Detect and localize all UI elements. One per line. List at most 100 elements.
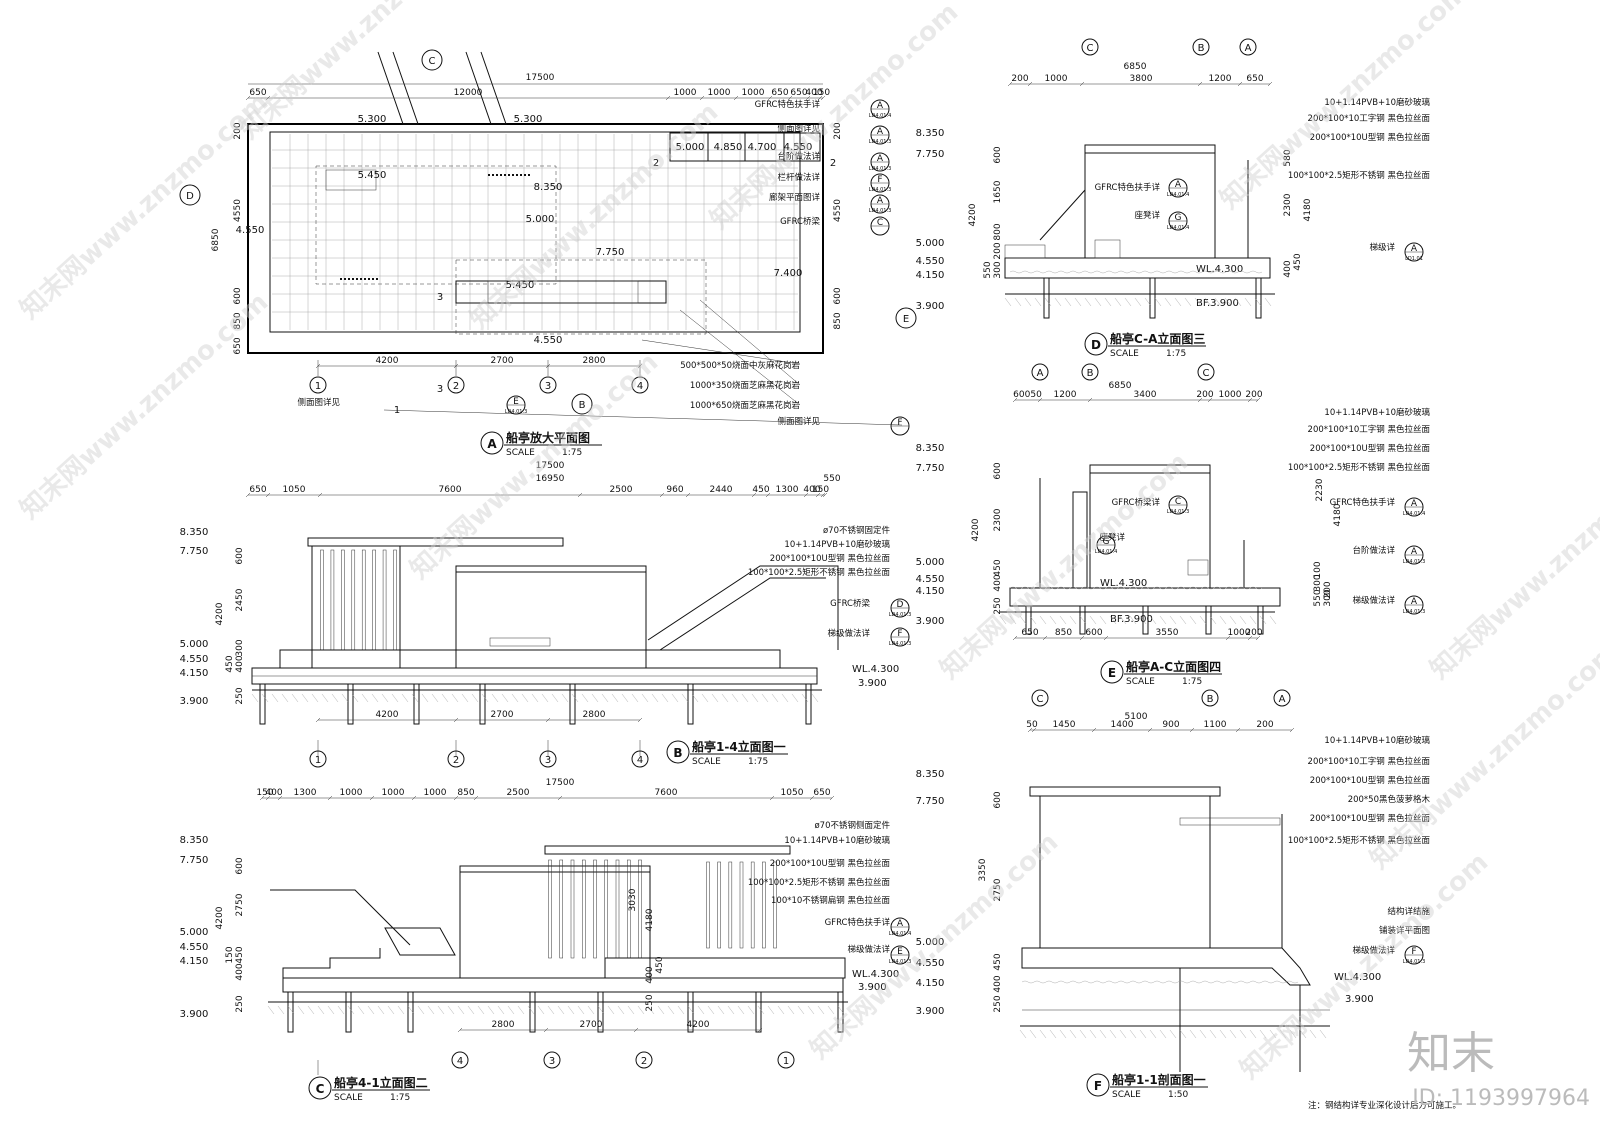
f-level-2: 5.000 [916,937,945,948]
f-note-1: 200*100*10工字钢 黑色拉丝面 [1308,756,1431,767]
c-slats-slat-8 [638,859,642,959]
e-ref-4-letter: A [1411,597,1418,607]
plan-axis-1: 2 [453,381,459,392]
plan-level-11: 7.400 [774,268,803,279]
scale-word-E: SCALE [1126,677,1155,687]
c-note-1: 10+1.14PVB+10磨砂玻璃 [784,835,890,846]
f-top-dim-4: 1100 [1204,720,1227,730]
d-water-level: WL.4.300 [1196,264,1243,275]
c-level-0: 8.350 [180,835,209,846]
plan-left-dim-4: 650 [233,337,243,354]
c-top-dim-1: 400 [265,788,282,798]
d-note-4: GFRC特色扶手详 [1095,182,1161,193]
b-piles-pile-5 [687,683,694,725]
b-top-dim-8: 400 [803,485,820,495]
plan-level-4: 4.700 [748,142,777,153]
plan-sec-mark-4: 1 [394,405,400,416]
plan-note-3: 栏杆做法详 [777,172,820,183]
c-level-4: 4.150 [180,956,209,967]
e-axis-0-bubble [1031,363,1049,381]
d-vdim-6: 300 [993,261,1003,278]
f-axis-2: A [1279,694,1286,705]
scale-F: 1:50 [1168,1090,1188,1100]
f-level-0: 8.350 [916,769,945,780]
c-water-level-b: 3.900 [858,982,887,993]
f-top-total: 5100 [1125,712,1148,722]
plan-left-dim-1: 4550 [233,199,243,222]
title-E: 船亭A-C立面图四 [1126,659,1221,674]
c-bottom-dim-1: 2700 [580,1020,603,1030]
title-bubble-A [480,431,504,455]
c-note-4: 100*10不锈钢扁钢 黑色拉丝面 [771,895,890,906]
e-level-3: 4.550 [916,574,945,585]
c-vdim-6: 250 [235,995,245,1012]
b-piles-pile-1 [347,683,354,725]
plan-left-dim-0: 200 [233,122,243,139]
e-note-4: GFRC桥梁详 [1112,497,1161,508]
b-piles-pile-0 [259,683,266,725]
plan-level-5: 4.550 [784,142,813,153]
plan-top-dim-3: 1000 [708,88,731,98]
plan-note-2: 台阶做法详 [777,151,820,162]
e-ref-3-letter: A [1411,547,1418,557]
e-vdim-12: 300 [1323,589,1333,606]
b-note-4: GFRC桥梁 [830,598,870,609]
b-top-total: 17500 [536,461,565,471]
c-piles-pile-3 [529,991,536,1033]
plan-ref-0-letter: A [877,101,884,111]
e-water-level: WL.4.300 [1100,578,1147,589]
d-axis-1-bubble [1192,38,1210,56]
d-level-3: 4.550 [916,256,945,267]
c-slats-slat-3 [739,861,744,949]
d-note-5: 座凳详 [1134,210,1160,221]
e-ref-1-letter: G [1103,537,1110,547]
plan-level-12: 4.550 [534,335,563,346]
title-letter-C: C [316,1082,325,1096]
b-level-2: 5.000 [180,639,209,650]
e-vdim-2: 4200 [971,518,981,541]
b-level-5: 3.900 [180,696,209,707]
d-ref-1-ref: LD4.01.4 [1167,225,1190,231]
plan-note-8: 1000*650烧面芝麻黑花岗岩 [690,400,801,411]
d-piles-pile-0 [1043,277,1050,319]
watermark-7: 知末网www.znzmo.com [1215,0,1475,215]
c-vdim-4: 150 [225,946,235,963]
c-axis-2-bubble [635,1051,653,1069]
plan-ref-0-ref: LD4.01.4 [869,113,892,119]
e-level-1: 7.750 [916,463,945,474]
f-vdim-2: 2750 [993,878,1003,901]
e-note-7: 台阶做法详 [1352,545,1395,556]
e-top-dim-1: 1200 [1054,390,1077,400]
plan-note-1: 侧面图详见 [777,123,820,134]
c-axis-1: 3 [549,1056,555,1067]
brand-logo: 知末 [1407,1028,1495,1079]
plan-ref-4-letter: A [877,196,884,206]
e-bottom-dim-0: 650 [1021,628,1038,638]
b-slats-slat-0 [320,549,324,651]
f-water-level: WL.4.300 [1334,972,1381,983]
d-ref-0-letter: A [1175,180,1182,190]
plan-bottom-dim-0: 4200 [376,356,399,366]
c-axis-3-bubble [777,1051,795,1069]
b-top-dim-4: 960 [666,485,683,495]
plan-ref-6-letter: E [513,397,519,407]
e-vdim-10: 200 [1323,581,1333,598]
d-bf-level: BF.3.900 [1196,298,1239,309]
view-arrow-letter-0: C [429,56,436,67]
plan-ref-5-letter: C [877,218,883,228]
f-axis-1: B [1207,694,1214,705]
c-slats-slat-6 [773,861,777,949]
plan-axis-1-bubble [447,376,465,394]
c-axis-0-bubble [451,1051,469,1069]
b-slats-slat-1 [330,549,335,651]
section-view-f [1021,786,1330,1072]
plan-ref-3-ref: LD4.01.3 [869,187,892,193]
e-vdim-11: 550 [1313,589,1323,606]
e-axis-0: A [1037,368,1044,379]
b-slats-slat-7 [393,549,397,651]
c-vdim-1: 2750 [235,893,245,916]
d-ref-1-letter: G [1175,213,1182,223]
b-top-right: 550 [823,474,840,484]
b-piles-pile-2 [413,683,420,725]
c-axis-0: 4 [457,1056,463,1067]
